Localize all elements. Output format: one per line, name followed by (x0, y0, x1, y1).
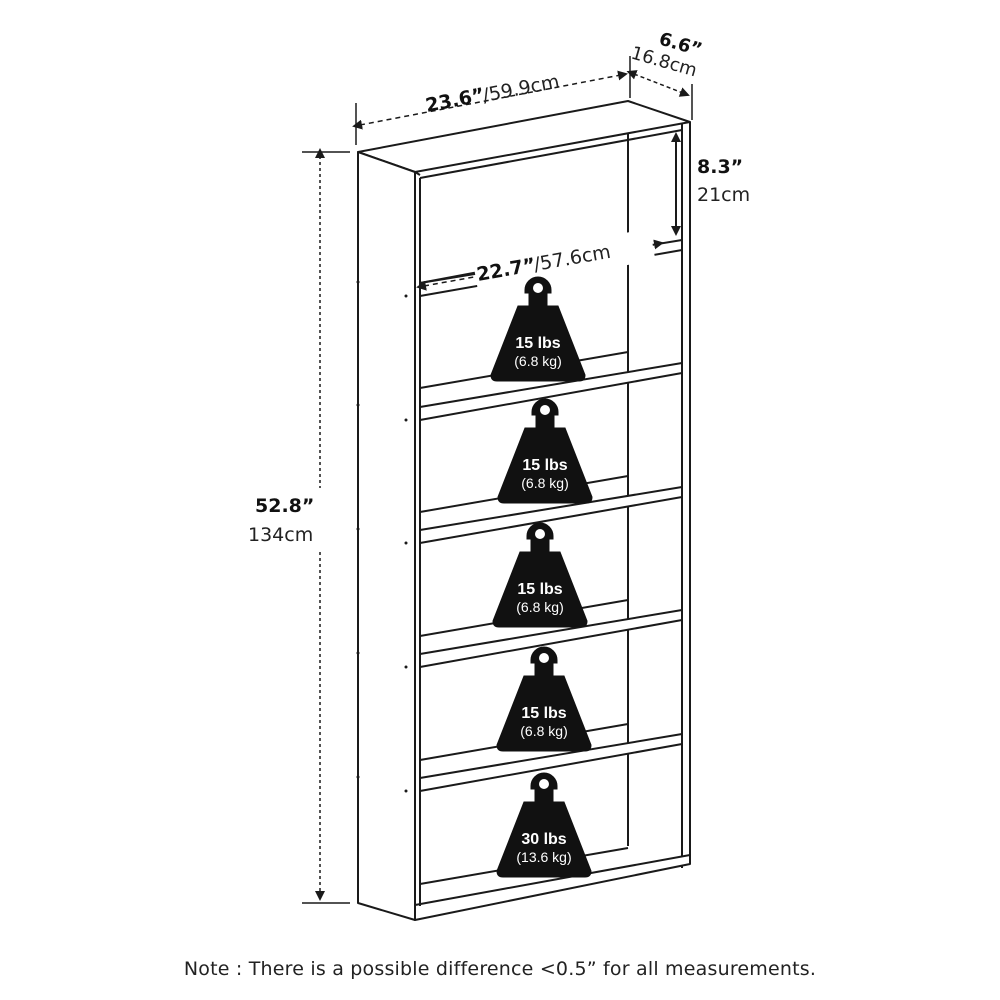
shelf-gap-dimension: 8.3” 21cm (671, 132, 750, 236)
height-dimension: 52.8” 134cm (248, 148, 350, 904)
weight-badge: 15 lbs (6.8 kg) (492, 522, 588, 628)
weight-kg: (6.8 kg) (521, 475, 568, 491)
weight-icon (492, 522, 588, 628)
peg-holes (356, 280, 408, 793)
weight-badge: 15 lbs (6.8 kg) (490, 276, 586, 382)
weight-lbs: 15 lbs (521, 705, 566, 722)
left-side-panel (357, 151, 416, 921)
measurement-note: Note : There is a possible difference <0… (183, 958, 817, 980)
weight-lbs: 15 lbs (522, 457, 567, 474)
weight-lbs: 15 lbs (517, 581, 562, 598)
weight-kg: (6.8 kg) (520, 723, 567, 739)
weight-kg: (6.8 kg) (516, 599, 563, 615)
bookshelf-frame (357, 100, 691, 921)
bottom-rail (414, 854, 691, 921)
top-panel (357, 100, 691, 173)
inner-width-dimension: 22.7” /57.6cm (416, 228, 664, 292)
weight-kg: (6.8 kg) (514, 353, 561, 369)
weight-lbs: 15 lbs (515, 335, 560, 352)
weight-icon (497, 398, 593, 504)
weight-badge: 15 lbs (6.8 kg) (497, 398, 593, 504)
width-metric: /59.9cm (481, 70, 561, 106)
shelf-gap-imperial: 8.3” (697, 156, 743, 178)
height-imperial: 52.8” (255, 495, 314, 517)
weight-badge: 30 lbs (13.6 kg) (496, 772, 592, 878)
weight-icon (496, 646, 592, 752)
height-metric: 134cm (248, 524, 313, 546)
weight-icon (490, 276, 586, 382)
weight-badge: 15 lbs (6.8 kg) (496, 646, 592, 752)
shelf-gap-metric: 21cm (697, 184, 750, 206)
weight-icon (496, 772, 592, 878)
weight-kg: (13.6 kg) (516, 849, 571, 865)
weight-badges: 15 lbs (6.8 kg) 15 lbs (6.8 kg) 15 lbs (… (490, 276, 593, 878)
weight-lbs: 30 lbs (521, 831, 566, 848)
width-imperial: 23.6” (424, 84, 486, 117)
